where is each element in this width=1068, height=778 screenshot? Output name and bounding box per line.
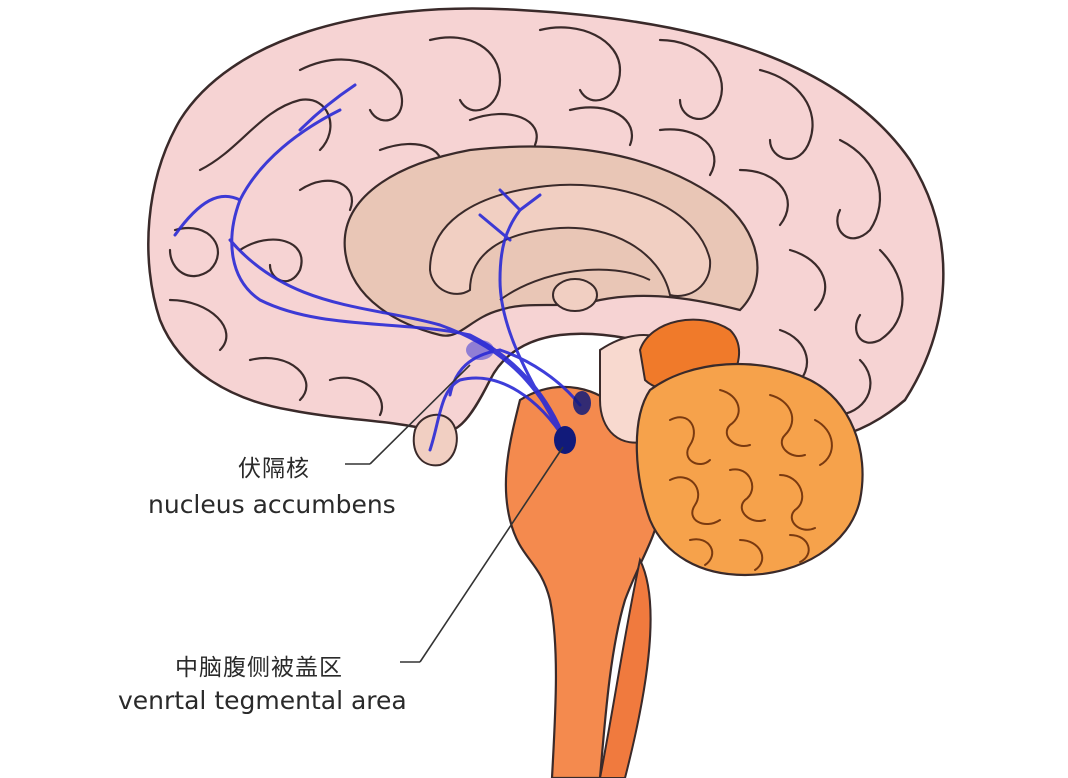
vta-leader-line: [419, 446, 564, 663]
spinal-cord: [598, 556, 652, 778]
vta-label-en: venrtal tegmental area: [118, 686, 407, 715]
secondary-nucleus-node: [573, 391, 591, 415]
cerebellum: [635, 362, 864, 577]
nucleus-accumbens-leader-line: [369, 364, 471, 465]
vta-node: [554, 426, 576, 454]
thalamus: [552, 278, 598, 312]
cerebellum-folia: [669, 389, 833, 571]
nucleus-accumbens-node: [466, 340, 494, 360]
nucleus-accumbens-label-zh: 伏隔核: [238, 456, 310, 482]
corpus-callosum: [428, 183, 712, 297]
vta-label-zh: 中脑腹侧被盖区: [175, 655, 343, 681]
dopamine-pathways: [173, 83, 582, 452]
nucleus-accumbens-label-en: nucleus accumbens: [148, 490, 396, 519]
pituitary: [412, 413, 458, 467]
fornix-curve: [499, 268, 651, 301]
